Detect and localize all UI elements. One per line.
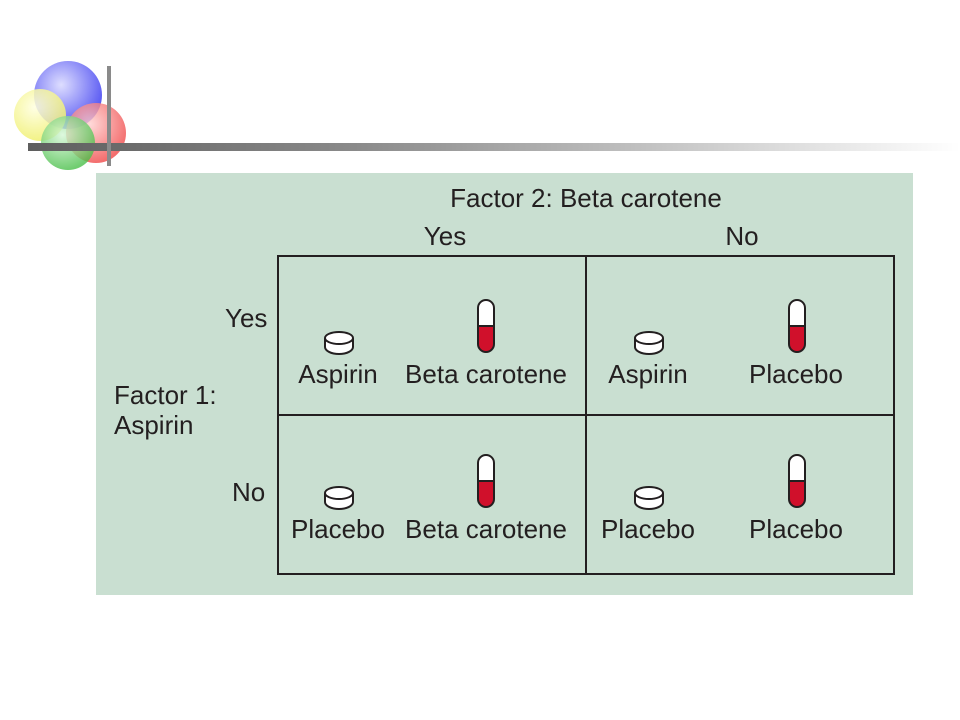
cell-no-no-capsule-label: Placebo <box>749 514 843 544</box>
header-rule-vertical <box>107 66 111 166</box>
capsule-icon <box>788 299 806 353</box>
tablet-icon <box>324 331 354 355</box>
column-header-no: No <box>725 221 759 251</box>
factor1-label-line1: Factor 1: <box>114 380 217 410</box>
cell-yes-no-tablet-label: Aspirin <box>608 359 688 389</box>
grid-divider-horizontal <box>277 414 895 416</box>
tablet-icon <box>324 486 354 510</box>
figure-panel <box>96 173 913 595</box>
capsule-icon <box>477 299 495 353</box>
capsule-icon <box>788 454 806 508</box>
factor1-label-line2: Aspirin <box>114 410 194 440</box>
cell-no-no-tablet-label: Placebo <box>601 514 695 544</box>
cell-yes-yes-tablet-label: Aspirin <box>298 359 378 389</box>
factor2-title: Factor 2: Beta carotene <box>450 183 722 213</box>
tablet-icon <box>634 486 664 510</box>
tablet-icon <box>634 331 664 355</box>
cell-no-yes-tablet-label: Placebo <box>291 514 385 544</box>
row-header-yes: Yes <box>225 303 268 333</box>
capsule-icon <box>477 454 495 508</box>
cell-yes-yes-capsule-label: Beta carotene <box>405 359 567 389</box>
color-circles-logo <box>14 61 126 170</box>
cell-no-yes-capsule-label: Beta carotene <box>405 514 567 544</box>
header-rule <box>28 143 960 151</box>
row-header-no: No <box>232 477 266 507</box>
column-header-yes: Yes <box>423 221 467 251</box>
cell-yes-no-capsule-label: Placebo <box>749 359 843 389</box>
